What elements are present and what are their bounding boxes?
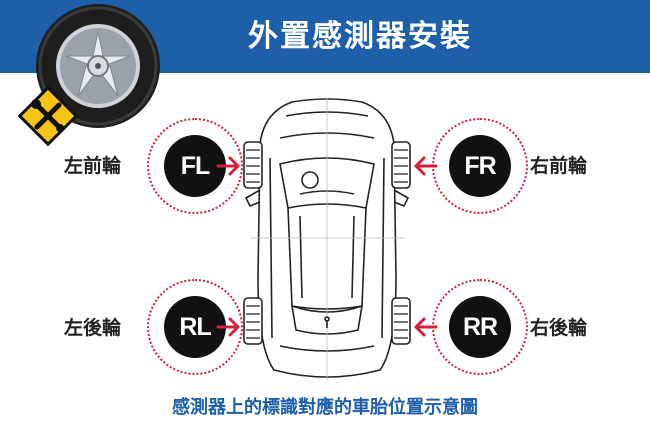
car-top-view-icon xyxy=(243,98,411,380)
badge-rear-left: RL xyxy=(164,296,226,358)
badge-front-right: FR xyxy=(449,135,511,197)
diagram-caption: 感測器上的標識對應的車胎位置示意圖 xyxy=(172,397,478,418)
arrow-right-icon xyxy=(216,317,240,337)
page-title: 外置感測器安裝 xyxy=(248,19,472,54)
badge-rear-right: RR xyxy=(449,296,511,358)
tire-wheel-icon xyxy=(18,4,160,147)
wheel-label-front-left: 左前輪 xyxy=(64,155,122,177)
badge-ring-front-left: FL xyxy=(147,118,243,214)
arrow-right-icon xyxy=(216,156,240,176)
badge-ring-rear-right: RR xyxy=(432,279,528,375)
badge-ring-front-right: FR xyxy=(432,118,528,214)
badge-ring-rear-left: RL xyxy=(147,279,243,375)
wheel-label-front-right: 右前輪 xyxy=(530,155,588,177)
wheel-label-rear-right: 右後輪 xyxy=(530,317,588,339)
wheel-label-rear-left: 左後輪 xyxy=(64,317,122,339)
wrench-screwdriver-icon xyxy=(18,85,79,147)
badge-front-left: FL xyxy=(164,135,226,197)
